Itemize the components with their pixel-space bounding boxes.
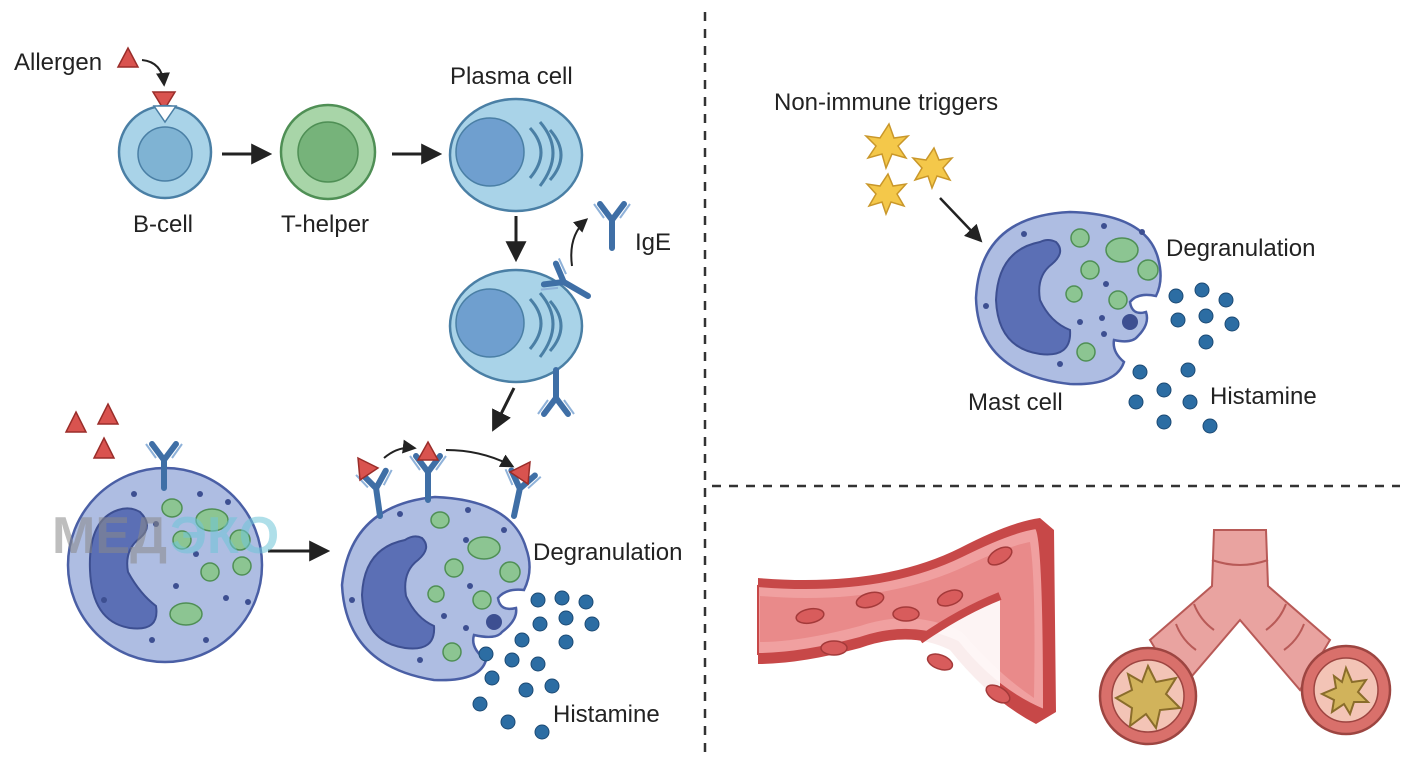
allergen-binding-arrow	[141, 59, 170, 87]
degranulation-left-label: Degranulation	[533, 539, 682, 566]
crosslink-arrow	[445, 449, 515, 468]
allergen-icon	[416, 440, 440, 461]
crosslink-arrow	[383, 439, 417, 459]
ige-antibody-icon	[594, 204, 630, 248]
airway-illustration	[1098, 529, 1392, 746]
blood-vessel-illustration	[757, 518, 1056, 724]
plasma-cell-label: Plasma cell	[450, 63, 573, 90]
degranulating-mast-cell	[340, 495, 531, 682]
ige-antibody-icon	[410, 456, 446, 500]
star-icon	[911, 146, 954, 191]
mast-cell-label: Mast cell	[968, 389, 1063, 416]
watermark-text-a: МЕД	[52, 507, 167, 565]
allergen-icon	[116, 46, 140, 68]
trigger-arrow	[939, 197, 983, 243]
plasma-cell	[448, 97, 584, 213]
bound-allergen-icon	[151, 91, 177, 112]
t-helper-cell	[279, 103, 377, 201]
allergen-icon	[357, 456, 380, 482]
t-helper-label: T-helper	[281, 211, 369, 238]
non-immune-triggers-label: Non-immune triggers	[774, 89, 998, 116]
mast-cell	[974, 210, 1162, 386]
trigger-icons	[863, 122, 954, 217]
histamine-right-label: Histamine	[1210, 383, 1317, 410]
degranulation-right-label: Degranulation	[1166, 235, 1315, 262]
sensitized-mast-cell	[66, 466, 264, 664]
arrow-ige-to-mast	[492, 387, 516, 432]
watermark-text-b: ЭКО	[170, 507, 279, 565]
watermark: МЕД ЭКО	[52, 507, 279, 565]
allergen-icon	[508, 460, 531, 486]
ige-label: IgE	[635, 229, 671, 256]
plasma-cell-secreting	[448, 268, 584, 384]
histamine-granules-left	[472, 590, 600, 740]
b-cell-label: B-cell	[133, 211, 193, 238]
allergen-label: Allergen	[14, 49, 102, 76]
histamine-left-label: Histamine	[553, 701, 660, 728]
bronchus-cross-section-left	[1098, 646, 1198, 746]
allergen-icon	[64, 410, 88, 433]
bronchus-cross-section-right	[1300, 644, 1392, 736]
allergen-icon	[92, 436, 116, 459]
star-icon	[865, 172, 908, 217]
b-cell	[117, 104, 213, 200]
allergen-icon	[96, 402, 120, 425]
secretion-arrow	[570, 218, 589, 267]
histamine-granules-right	[1128, 282, 1240, 434]
star-icon	[863, 122, 911, 171]
